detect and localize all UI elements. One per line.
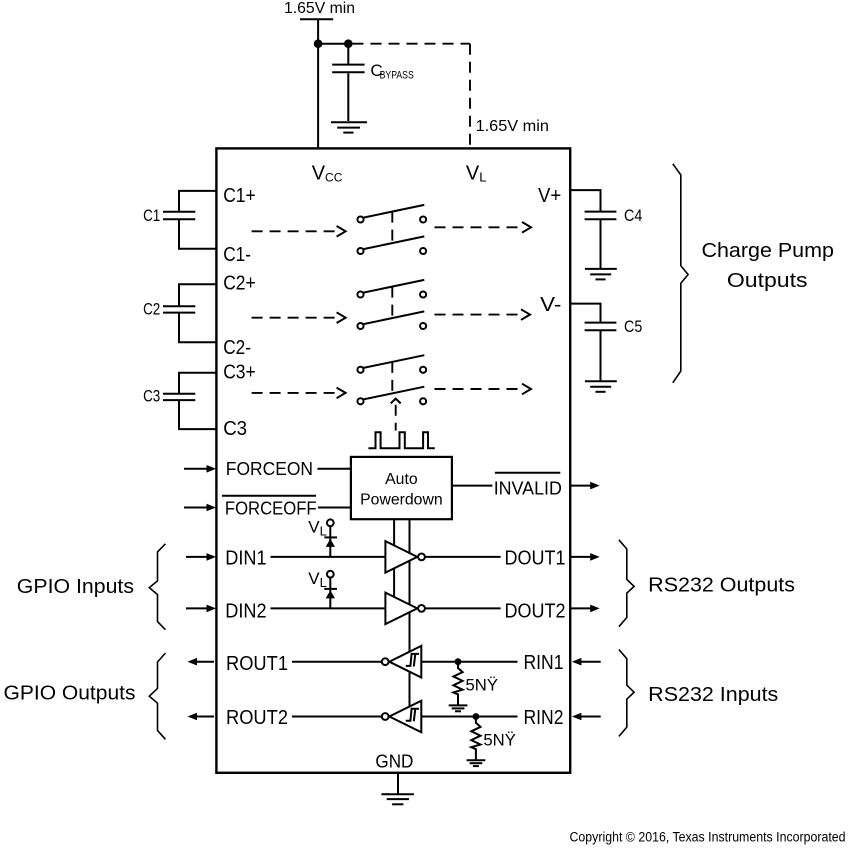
svg-text:DIN1: DIN1 xyxy=(225,548,266,570)
svg-text:RIN1: RIN1 xyxy=(524,652,564,674)
svg-text:C2: C2 xyxy=(143,300,160,319)
svg-text:V-: V- xyxy=(540,294,561,316)
svg-text:DOUT1: DOUT1 xyxy=(505,548,566,570)
svg-text:RIN2: RIN2 xyxy=(524,707,564,729)
svg-text:FORCEOFF: FORCEOFF xyxy=(225,499,317,519)
svg-text:Powerdown: Powerdown xyxy=(360,492,443,509)
svg-text:5NŸ: 5NŸ xyxy=(466,676,499,695)
svg-text:5NŸ: 5NŸ xyxy=(483,730,516,749)
svg-text:Charge Pump: Charge Pump xyxy=(702,239,834,262)
svg-text:INVALID: INVALID xyxy=(494,479,562,499)
svg-text:C: C xyxy=(370,61,382,80)
svg-text:GPIO Outputs: GPIO Outputs xyxy=(4,682,136,705)
svg-text:V+: V+ xyxy=(538,185,561,207)
svg-text:Auto: Auto xyxy=(385,471,418,488)
svg-text:C3: C3 xyxy=(143,386,160,405)
svg-text:1.65V min: 1.65V min xyxy=(476,118,549,135)
svg-text:C5: C5 xyxy=(624,317,642,336)
svg-text:ROUT1: ROUT1 xyxy=(226,653,288,675)
svg-text:C1-: C1- xyxy=(223,244,251,266)
svg-text:GND: GND xyxy=(375,752,413,772)
svg-text:C1: C1 xyxy=(143,206,160,225)
svg-text:VL: VL xyxy=(308,569,327,590)
svg-text:DIN2: DIN2 xyxy=(225,601,266,623)
svg-text:DOUT2: DOUT2 xyxy=(505,601,566,623)
svg-text:VL: VL xyxy=(308,518,327,539)
svg-text:RS232 Outputs: RS232 Outputs xyxy=(648,574,795,597)
svg-text:1.65V min: 1.65V min xyxy=(284,0,355,17)
svg-text:BYPASS: BYPASS xyxy=(380,69,414,81)
svg-text:C3+: C3+ xyxy=(223,362,256,384)
svg-text:Copyright © 2016, Texas Instru: Copyright © 2016, Texas Instruments Inco… xyxy=(570,829,846,844)
svg-text:GPIO Inputs: GPIO Inputs xyxy=(17,575,134,598)
svg-text:FORCEON: FORCEON xyxy=(226,459,313,479)
svg-text:C3: C3 xyxy=(223,418,247,440)
svg-text:RS232 Inputs: RS232 Inputs xyxy=(648,683,778,706)
svg-text:C2+: C2+ xyxy=(223,273,256,295)
svg-text:C4: C4 xyxy=(624,206,642,225)
svg-text:C2-: C2- xyxy=(223,337,251,359)
svg-text:Outputs: Outputs xyxy=(727,269,808,292)
svg-text:ROUT2: ROUT2 xyxy=(226,707,288,729)
svg-text:C1+: C1+ xyxy=(223,185,256,207)
